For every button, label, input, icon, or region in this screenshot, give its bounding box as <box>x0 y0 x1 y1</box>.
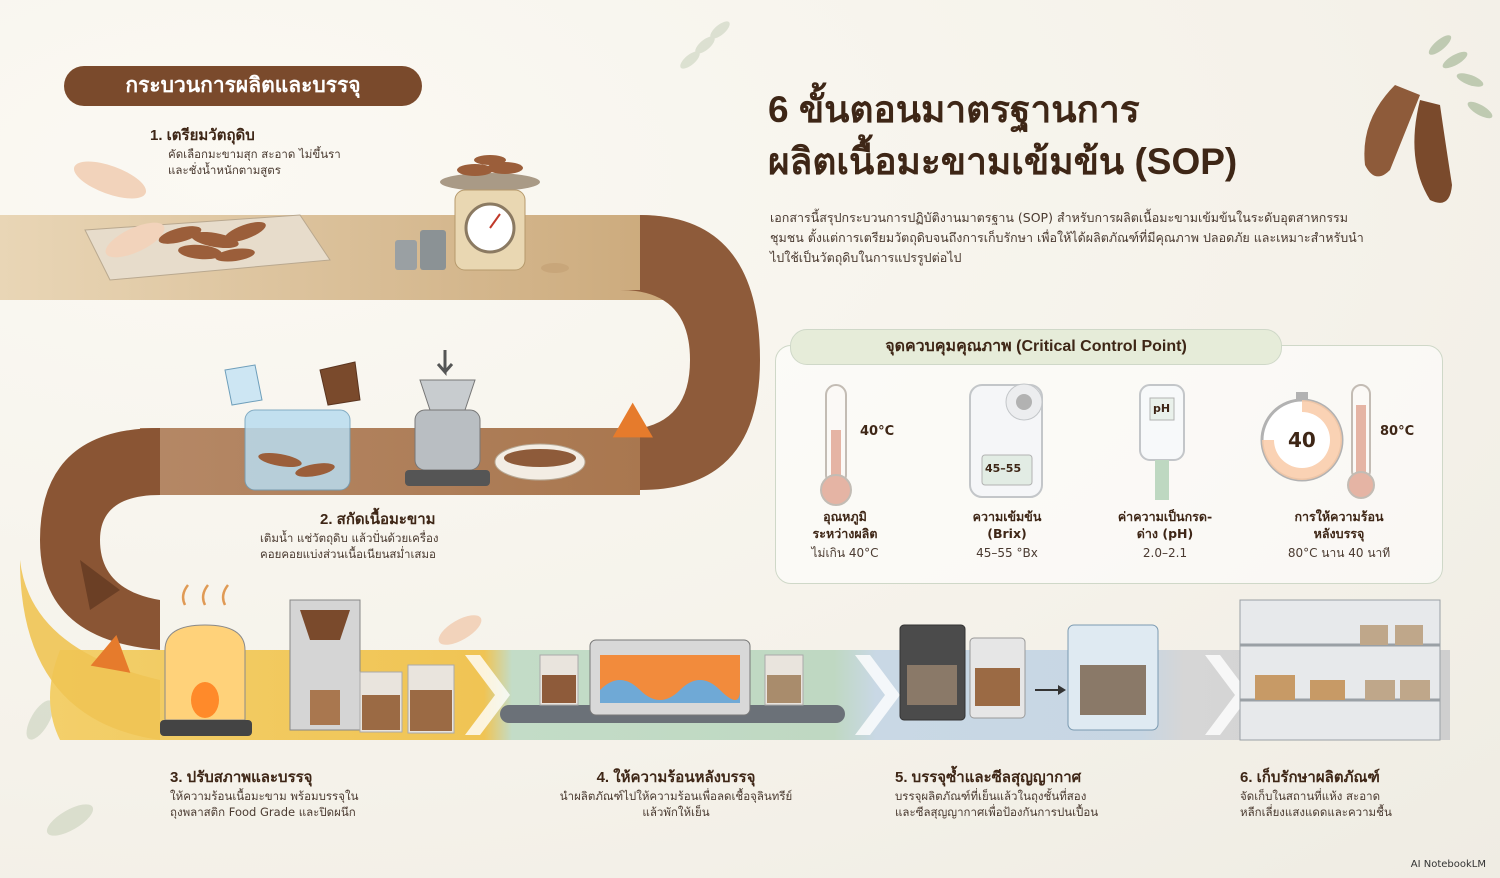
ccp-value: 45–55 °Bx <box>976 546 1038 560</box>
ccp-label: ระหว่างผลิต <box>812 526 878 541</box>
page-title: 6 ขั้นตอนมาตรฐานการ ผลิตเนื้อมะขามเข้มข้… <box>768 84 1408 188</box>
credit-label: AI NotebookLM <box>1410 859 1486 870</box>
step2-illustration <box>224 350 586 491</box>
ccp-reading-timer: 40 <box>1288 428 1316 452</box>
step-title: 1. เตรียมวัตถุดิบ <box>150 127 255 144</box>
ccp-panel <box>775 345 1443 584</box>
flow-curve-right <box>560 215 760 490</box>
step5-illustration <box>899 624 1159 731</box>
step-2: 2. สกัดเนื้อมะขาม เติมน้ำ แช่วัตถุดิบ แล… <box>260 510 560 562</box>
step3-illustration <box>160 584 482 736</box>
ccp-value: 80°C นาน 40 นาที <box>1287 546 1391 560</box>
step4-illustration <box>500 639 845 723</box>
step1-illustration <box>73 161 331 281</box>
ccp-value: 2.0–2.1 <box>1142 546 1188 560</box>
step-desc: และชั่งน้ำหนักตามสูตร <box>168 163 281 177</box>
ccp-label: ความเข้มข้น <box>972 509 1042 524</box>
step6-illustration <box>1239 599 1441 741</box>
step-desc: แล้วพักให้เย็น <box>642 805 710 819</box>
ccp-item-brix: ความเข้มข้น (Brix) 45–55 °Bx <box>932 508 1082 562</box>
arrow-icons <box>80 402 653 673</box>
step-3: 3. ปรับสภาพและบรรจุ ให้ความร้อนเนื้อมะขา… <box>170 768 470 820</box>
step-desc: นำผลิตภัณฑ์ไปให้ความร้อนเพื่อลดเชื้อจุลิ… <box>559 789 793 803</box>
leaf-decoration <box>26 21 730 836</box>
step-desc: หลีกเลี่ยงแสงแดดและความชื้น <box>1240 805 1392 819</box>
ccp-label: การให้ความร้อน <box>1294 509 1384 524</box>
step-desc: ถุงพลาสติก Food Grade และปิดผนึก <box>170 805 356 819</box>
step-desc: ให้ความร้อนเนื้อมะขาม พร้อมบรรจุใน <box>170 789 359 803</box>
ccp-label: หลังบรรจุ <box>1313 526 1365 541</box>
ccp-reading-brix: 45–55 <box>985 462 1022 475</box>
ccp-reading-ph: pH <box>1153 402 1171 415</box>
step-desc: และซีลสุญญากาศเพื่อป้องกันการปนเปื้อน <box>895 805 1099 819</box>
step-title: 5. บรรจุซ้ำและซีลสุญญากาศ <box>895 769 1082 786</box>
page-title-line1: 6 ขั้นตอนมาตรฐานการ <box>768 89 1140 130</box>
section-title: กระบวนการผลิตและบรรจุ <box>64 66 422 106</box>
tamarind-pods-illustration <box>1364 35 1493 203</box>
ccp-title: จุดควบคุมคุณภาพ (Critical Control Point) <box>790 329 1282 365</box>
step-desc: จัดเก็บในสถานที่แห้ง สะอาด <box>1240 789 1381 803</box>
ccp-item-heat: การให้ความร้อน หลังบรรจุ 80°C นาน 40 นาท… <box>1264 508 1414 562</box>
ccp-item-ph: ค่าความเป็นกรด- ด่าง (pH) 2.0–2.1 <box>1090 508 1240 562</box>
ccp-item-temperature: อุณหภูมิ ระหว่างผลิต ไม่เกิน 40°C <box>770 508 920 562</box>
ccp-reading-temp: 40°C <box>860 424 895 439</box>
step-title: 2. สกัดเนื้อมะขาม <box>320 511 436 528</box>
step-desc: เติมน้ำ แช่วัตถุดิบ แล้วปั่นด้วยเครื่อง <box>260 531 439 545</box>
ccp-label: (Brix) <box>987 526 1027 541</box>
ccp-value: ไม่เกิน 40°C <box>811 546 879 560</box>
flow-curve-left <box>40 428 160 650</box>
step-title: 3. ปรับสภาพและบรรจุ <box>170 769 313 786</box>
step-title: 4. ให้ความร้อนหลังบรรจุ <box>596 769 756 786</box>
ccp-label: อุณหภูมิ <box>823 509 867 524</box>
step-desc: บรรจุผลิตภัณฑ์ที่เย็นแล้วในถุงชั้นที่สอง <box>895 789 1087 803</box>
step-1: 1. เตรียมวัตถุดิบ คัดเลือกมะขามสุก สะอาด… <box>150 126 430 178</box>
step-5: 5. บรรจุซ้ำและซีลสุญญากาศ บรรจุผลิตภัณฑ์… <box>895 768 1195 820</box>
step-desc: คอยคอยแบ่งส่วนเนื้อเนียนสม่ำเสมอ <box>260 547 436 561</box>
scale-illustration <box>395 155 569 273</box>
ccp-label: ด่าง (pH) <box>1136 526 1194 541</box>
step-6: 6. เก็บรักษาผลิตภัณฑ์ จัดเก็บในสถานที่แห… <box>1240 768 1470 820</box>
intro-paragraph: เอกสารนี้สรุปกระบวนการปฏิบัติงานมาตรฐาน … <box>770 210 1364 265</box>
ccp-reading-heat: 80°C <box>1380 424 1415 439</box>
ccp-label: ค่าความเป็นกรด- <box>1117 509 1213 524</box>
step-title: 6. เก็บรักษาผลิตภัณฑ์ <box>1240 769 1380 786</box>
page-title-line2: ผลิตเนื้อมะขามเข้มข้น (SOP) <box>768 141 1238 182</box>
step-4: 4. ให้ความร้อนหลังบรรจุ นำผลิตภัณฑ์ไปให้… <box>496 768 856 820</box>
step-desc: คัดเลือกมะขามสุก สะอาด ไม่ขึ้นรา <box>168 147 341 161</box>
